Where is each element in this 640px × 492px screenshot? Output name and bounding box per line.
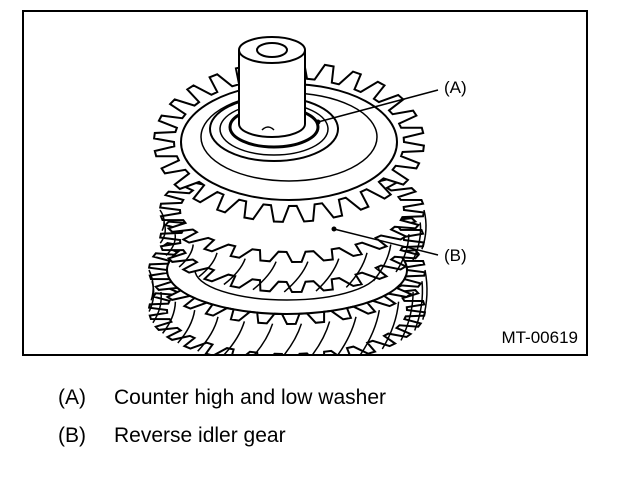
legend-key: (A): [58, 386, 86, 409]
callout-a-dot: [315, 119, 321, 125]
legend-text: Reverse idler gear: [114, 424, 286, 447]
legend-item-a: (A) Counter high and low washer: [58, 386, 386, 410]
legend-key: (B): [58, 424, 86, 447]
callout-a-leader: [317, 89, 439, 123]
callout-b-label: (B): [444, 246, 467, 265]
legend-text: Counter high and low washer: [114, 386, 386, 409]
callout-b-dot: [331, 226, 337, 232]
gear-illustration: [147, 36, 439, 354]
shaft: [238, 36, 306, 138]
callout-b-leader: [333, 228, 439, 256]
gear-assembly-figure: (A) (B) MT-00619: [22, 10, 588, 356]
figure-code: MT-00619: [501, 328, 578, 347]
legend-item-b: (B) Reverse idler gear: [58, 424, 286, 448]
callout-a-label: (A): [444, 78, 467, 97]
